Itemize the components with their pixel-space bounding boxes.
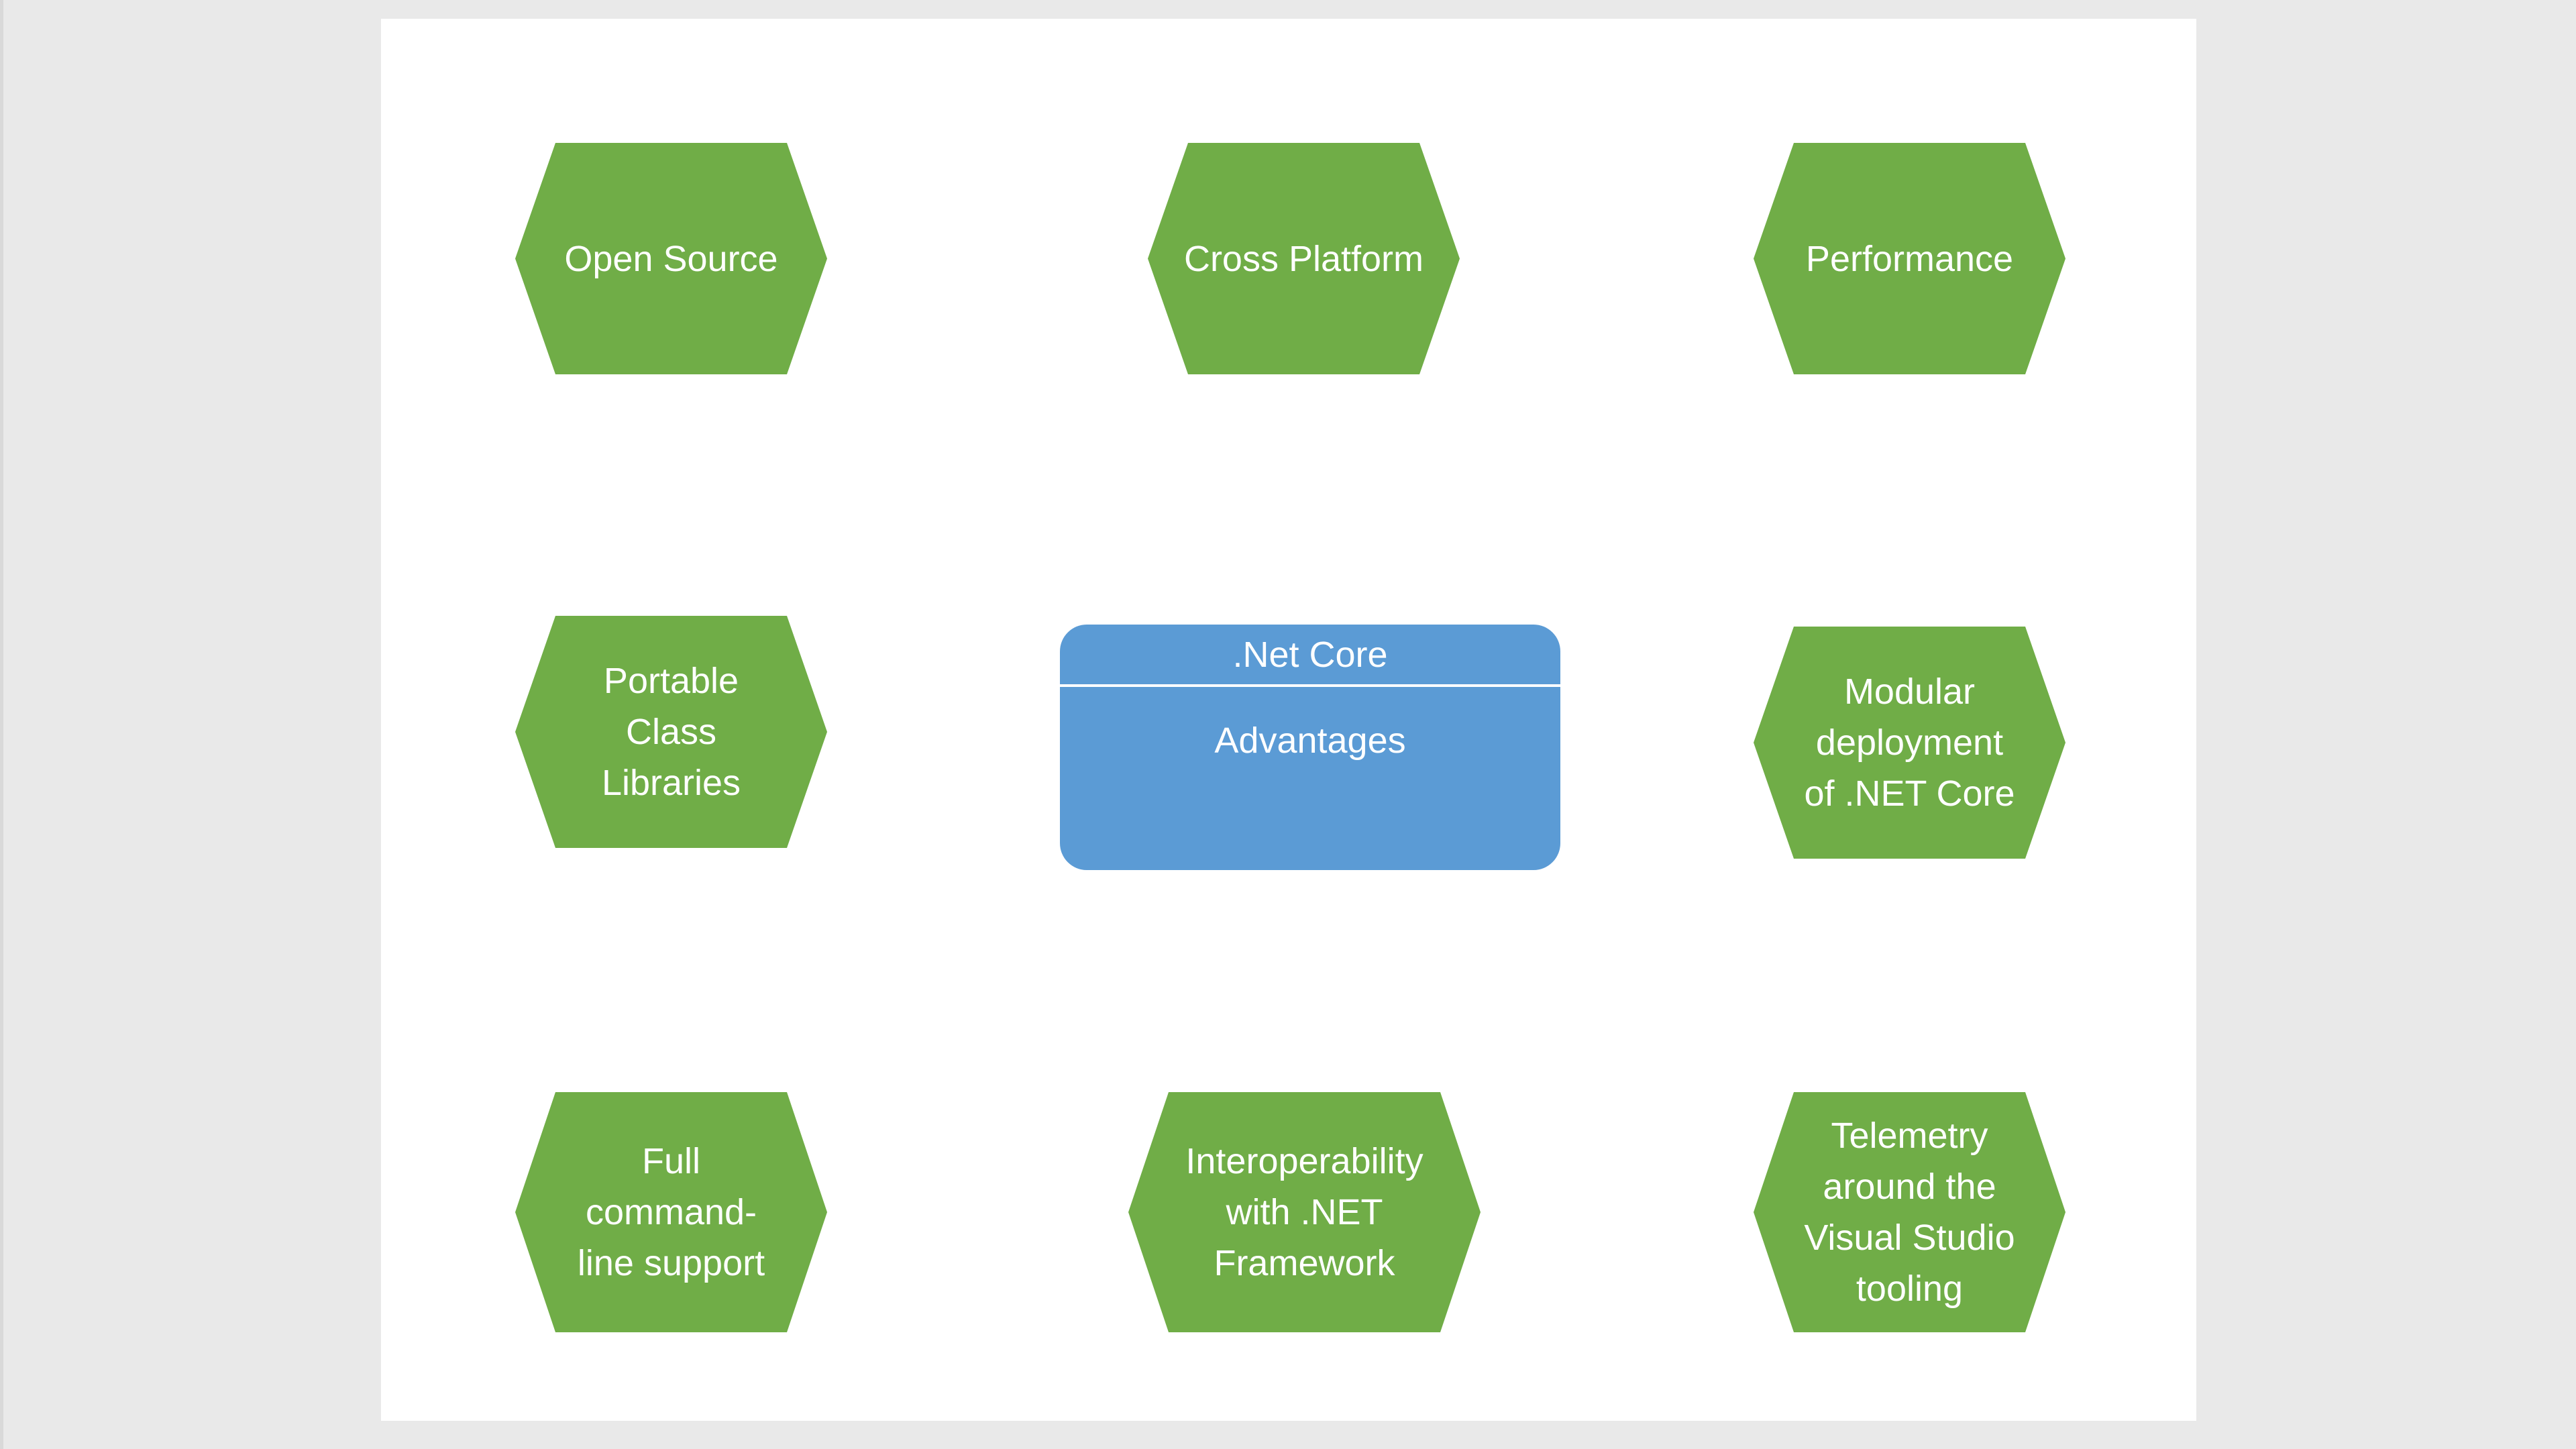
hexagon-label: Portable Class Libraries xyxy=(601,661,741,803)
hexagon-label: Open Source xyxy=(564,238,778,279)
hexagon-label: Full command- line support xyxy=(577,1141,765,1283)
hexagon-label: Cross Platform xyxy=(1183,238,1424,279)
divider-line xyxy=(1060,684,1560,687)
hexagon-telemetry: Telemetry around the Visual Studio tooli… xyxy=(1754,1092,2065,1332)
hexagon-label: Performance xyxy=(1805,238,2014,279)
window-left-edge xyxy=(0,0,3,1449)
hexagon-full-command-line-support: Full command- line support xyxy=(515,1092,827,1332)
slide-canvas: Open Source Cross Platform Performance P… xyxy=(381,19,2196,1421)
hexagon-label: Modular deployment of .NET Core xyxy=(1804,672,2015,814)
hexagon-label: Telemetry around the Visual Studio tooli… xyxy=(1804,1116,2015,1309)
center-box-subtitle: Advantages xyxy=(1214,720,1406,761)
hexagon-portable-class-libraries: Portable Class Libraries xyxy=(515,616,827,848)
hexagon-open-source: Open Source xyxy=(515,143,827,374)
hexagon-label: Interoperability with .NET Framework xyxy=(1185,1141,1424,1283)
hexagon-interoperability: Interoperability with .NET Framework xyxy=(1128,1092,1481,1332)
hexagon-modular-deployment: Modular deployment of .NET Core xyxy=(1754,627,2065,859)
center-advantages-box: .Net Core Advantages xyxy=(1060,625,1560,870)
hexagon-cross-platform: Cross Platform xyxy=(1148,143,1460,374)
hexagon-performance: Performance xyxy=(1754,143,2065,374)
center-box-title: .Net Core xyxy=(1232,634,1388,675)
